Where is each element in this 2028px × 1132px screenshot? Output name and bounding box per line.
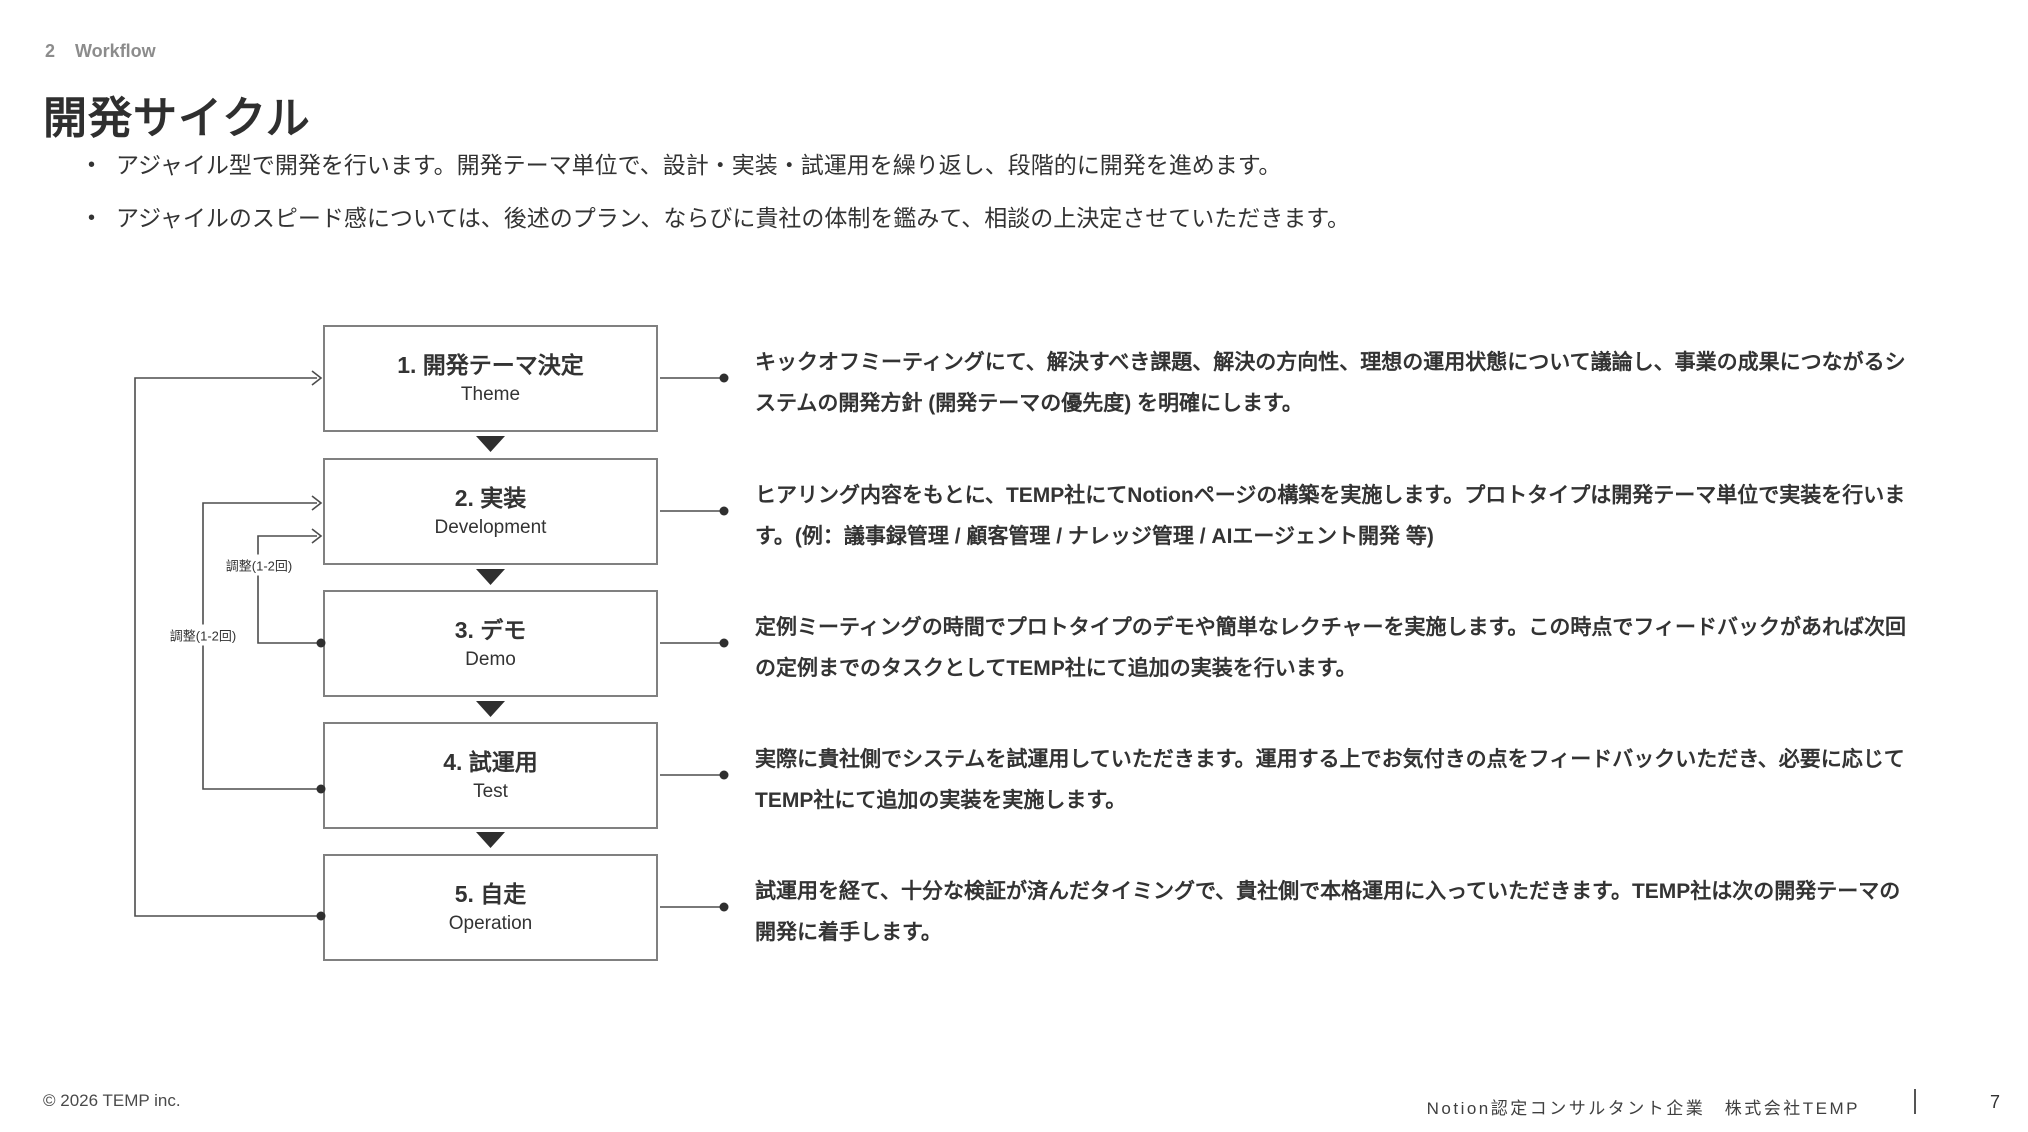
loop-label-adjust: 調整(1-2回)	[164, 624, 242, 646]
flow-step-subtitle: Demo	[465, 648, 516, 670]
flow-step-subtitle: Test	[473, 780, 508, 802]
description-connector-lines	[660, 377, 724, 908]
page-title: 開発サイクル	[43, 94, 311, 143]
step-description: キックオフミーティングにて、解決すべき課題、解決の方向性、理想の運用状態について…	[755, 351, 1906, 415]
flow-step-title: 4. 試運用	[443, 748, 538, 775]
page-number: 7	[1989, 1092, 2000, 1112]
step-description: 試運用を経て、十分な検証が済んだタイミングで、貴社側で本格運用に入っていただきま…	[755, 880, 1901, 944]
flow-step-subtitle: Development	[434, 516, 547, 538]
arrow-right-icon	[311, 495, 323, 511]
loop-label-adjust: 調整(1-2回)	[220, 554, 298, 576]
flow-step-subtitle: Operation	[448, 912, 533, 934]
footer-divider	[1914, 1089, 1916, 1114]
arrow-right-icon	[311, 528, 323, 544]
section-label: Workflow	[75, 41, 156, 61]
flow-step-subtitle: Theme	[460, 383, 521, 405]
bullet-item: • アジャイル型で開発を行います。開発テーマ単位で、設計・実装・試運用を繰り返し…	[88, 150, 1350, 180]
bullet-icon: •	[88, 207, 96, 229]
flow-step-demo: 3. デモ Demo	[323, 590, 658, 697]
flow-step-title: 3. デモ	[454, 616, 527, 643]
flow-step-development: 2. 実装 Development	[323, 458, 658, 565]
step-description: 定例ミーティングの時間でプロトタイプのデモや簡単なレクチャーを実施します。この時…	[755, 616, 1907, 680]
flow-step-theme: 1. 開発テーマ決定 Theme	[323, 325, 658, 432]
bullet-text: アジャイル型で開発を行います。開発テーマ単位で、設計・実装・試運用を繰り返し、段…	[116, 152, 1282, 178]
flow-step-test: 4. 試運用 Test	[323, 722, 658, 829]
arrow-right-icon	[311, 370, 323, 386]
bullet-icon: •	[88, 154, 96, 176]
description-connector-dots	[719, 373, 729, 912]
footer-company-text: Notion認定コンサルタント企業 株式会社TEMP	[1426, 1099, 1860, 1118]
breadcrumb: 2 Workflow	[45, 41, 156, 62]
copyright-text: © 2026 TEMP inc.	[43, 1091, 181, 1110]
bullet-list: • アジャイル型で開発を行います。開発テーマ単位で、設計・実装・試運用を繰り返し…	[88, 150, 1350, 256]
inner-feedback-loop	[257, 528, 323, 644]
flow-step-title: 5. 自走	[454, 880, 527, 907]
flow-step-title: 2. 実装	[454, 484, 527, 511]
step-description: 実際に貴社側でシステムを試運用していただきます。運用する上でお気付きの点をフィー…	[755, 748, 1905, 812]
section-number: 2	[45, 41, 56, 61]
bullet-text: アジャイルのスピード感については、後述のプラン、ならびに貴社の体制を鑑みて、相談…	[116, 205, 1350, 231]
bullet-item: • アジャイルのスピード感については、後述のプラン、ならびに貴社の体制を鑑みて、…	[88, 203, 1350, 233]
step-description: ヒアリング内容をもとに、TEMP社にてNotionページの構築を実施します。プロ…	[755, 484, 1906, 548]
flow-step-title: 1. 開発テーマ決定	[397, 351, 584, 378]
flow-step-operation: 5. 自走 Operation	[323, 854, 658, 961]
